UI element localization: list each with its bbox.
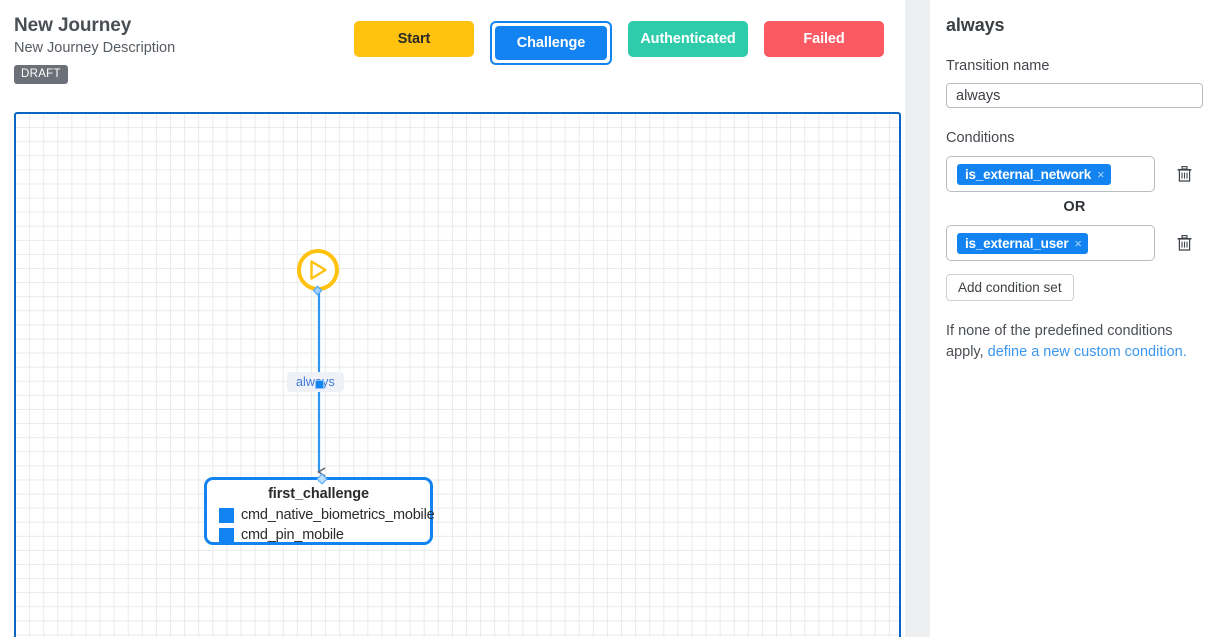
- condition-input-box[interactable]: is_external_network ×: [946, 156, 1155, 192]
- node-item-swatch-icon: [219, 507, 234, 523]
- or-separator-label: OR: [1063, 199, 1086, 215]
- conditions-label: Conditions: [946, 130, 1015, 146]
- node-item-label: cmd_native_biometrics_mobile: [241, 507, 435, 523]
- node-first-challenge[interactable]: first_challenge cmd_native_biometrics_mo…: [204, 473, 435, 545]
- condition-chip[interactable]: is_external_user ×: [957, 232, 1088, 254]
- close-icon[interactable]: ×: [1097, 166, 1105, 182]
- transition-properties-panel: always Transition name Conditions is_ext…: [930, 0, 1215, 637]
- flow-canvas[interactable]: always first_challenge cmd_native_biomet…: [14, 112, 901, 637]
- state-button-failed[interactable]: Failed: [764, 21, 884, 57]
- flow-edges-layer: [16, 292, 901, 637]
- panel-divider: [905, 0, 930, 637]
- edge-midpoint-handle[interactable]: [315, 380, 324, 389]
- node-item-row[interactable]: cmd_pin_mobile: [207, 526, 430, 544]
- state-button-group: Start Challenge Authenticated Failed: [354, 21, 884, 65]
- state-button-authenticated[interactable]: Authenticated: [628, 21, 748, 57]
- node-input-port[interactable]: [316, 473, 328, 485]
- page-title: New Journey: [14, 15, 132, 36]
- custom-condition-link[interactable]: define a new custom condition.: [987, 344, 1187, 360]
- node-title: first_challenge: [268, 486, 369, 502]
- conditions-hint-text: If none of the predefined conditions app…: [946, 321, 1196, 363]
- main-area: New Journey New Journey Description DRAF…: [0, 0, 905, 637]
- state-button-challenge-wrapper: Challenge: [490, 21, 612, 65]
- node-item-swatch-icon: [219, 527, 234, 543]
- delete-condition-set-button[interactable]: [1176, 166, 1192, 183]
- transition-name-input[interactable]: [946, 83, 1203, 108]
- state-button-challenge[interactable]: Challenge: [495, 26, 607, 60]
- state-button-start[interactable]: Start: [354, 21, 474, 57]
- header: New Journey New Journey Description DRAF…: [0, 0, 905, 108]
- condition-set-row: is_external_network ×: [946, 156, 1199, 192]
- close-icon[interactable]: ×: [1074, 235, 1082, 251]
- trash-icon: [1177, 166, 1191, 182]
- page-description: New Journey Description: [14, 40, 176, 56]
- start-node[interactable]: [297, 249, 339, 291]
- status-badge: DRAFT: [14, 65, 68, 84]
- condition-set-row: is_external_user ×: [946, 225, 1199, 261]
- condition-chip-label: is_external_network: [965, 166, 1092, 182]
- panel-title: always: [946, 15, 1005, 35]
- add-condition-set-button[interactable]: Add condition set: [946, 274, 1074, 301]
- conditions-hint-prefix: If none of the predefined conditions app…: [946, 323, 1173, 360]
- node-item-label: cmd_pin_mobile: [241, 527, 344, 543]
- condition-input-box[interactable]: is_external_user ×: [946, 225, 1155, 261]
- journey-meta: New Journey New Journey Description DRAF…: [14, 14, 334, 84]
- condition-chip-label: is_external_user: [965, 235, 1069, 251]
- delete-condition-set-button[interactable]: [1176, 235, 1192, 252]
- play-icon: [310, 260, 327, 280]
- node-item-row[interactable]: cmd_native_biometrics_mobile: [207, 506, 435, 524]
- trash-icon: [1177, 235, 1191, 251]
- transition-name-label: Transition name: [946, 58, 1050, 74]
- condition-chip[interactable]: is_external_network ×: [957, 163, 1111, 185]
